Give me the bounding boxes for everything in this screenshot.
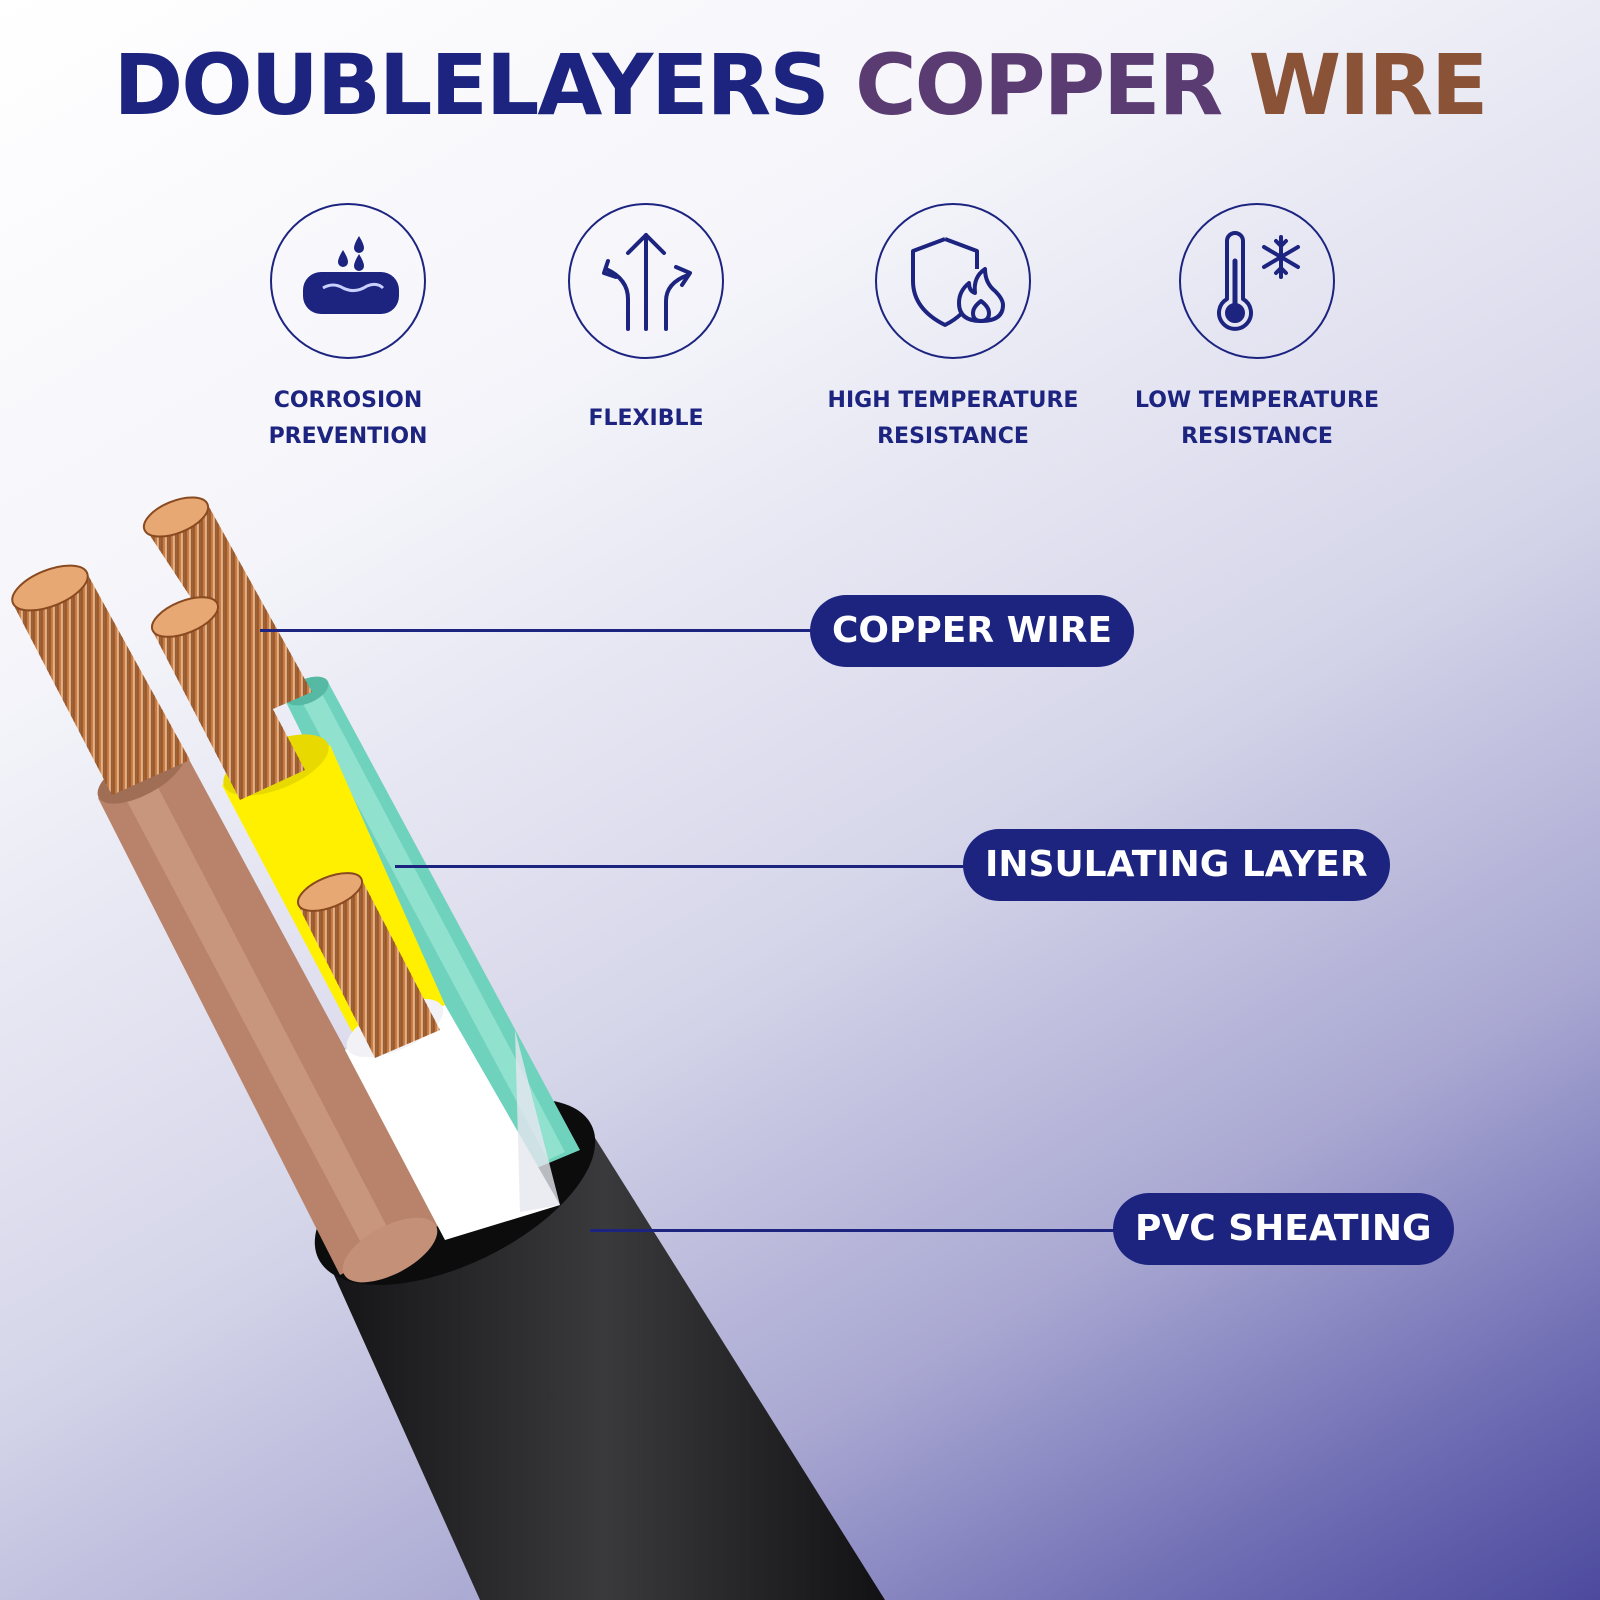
copper-wire-label: COPPER WIRE [810,595,1135,667]
title-word-doublelayers: DOUBLELAYERS [113,36,830,134]
page-title: DOUBLELAYERS COPPER WIRE [0,36,1600,134]
title-word-copper: COPPER [854,36,1223,134]
feature-label-line2: RESISTANCE [877,424,1029,449]
pvc-sheathing-callout-line [590,1229,1115,1232]
insulating-layer-label: INSULATING LAYER [963,829,1390,901]
insulating-layer-callout-line [395,865,965,868]
feature-label-line1: LOW TEMPERATURE [1134,388,1380,413]
feature-label: CORROSION PREVENTION [203,383,493,455]
feature-label-line1: HIGH TEMPERATURE [827,388,1079,413]
thermometer-snowflake-icon [1179,203,1335,359]
feature-label: HIGH TEMPERATURE RESISTANCE [808,383,1098,455]
pvc-sheathing-label: PVC SHEATING [1113,1193,1454,1265]
feature-flexible: FLEXIBLE [501,203,791,455]
copper-wire-callout-line [260,629,812,632]
feature-label-line1: CORROSION [273,388,423,413]
arrows-icon [568,203,724,359]
shield-flame-icon [875,203,1031,359]
features-row: CORROSION PREVENTION FLEXIBLE [0,203,1600,463]
feature-label-line2: PREVENTION [268,424,428,449]
water-drops-icon [270,203,426,359]
feature-label-line2: RESISTANCE [1181,424,1333,449]
feature-label: LOW TEMPERATURE RESISTANCE [1112,383,1402,455]
copper-strands [11,496,440,1058]
feature-low-temperature: LOW TEMPERATURE RESISTANCE [1112,203,1402,455]
feature-label: FLEXIBLE [501,383,791,455]
feature-label-line1: FLEXIBLE [588,406,704,431]
feature-high-temperature: HIGH TEMPERATURE RESISTANCE [808,203,1098,455]
feature-corrosion-prevention: CORROSION PREVENTION [203,203,493,455]
title-word-wire: WIRE [1248,36,1488,134]
